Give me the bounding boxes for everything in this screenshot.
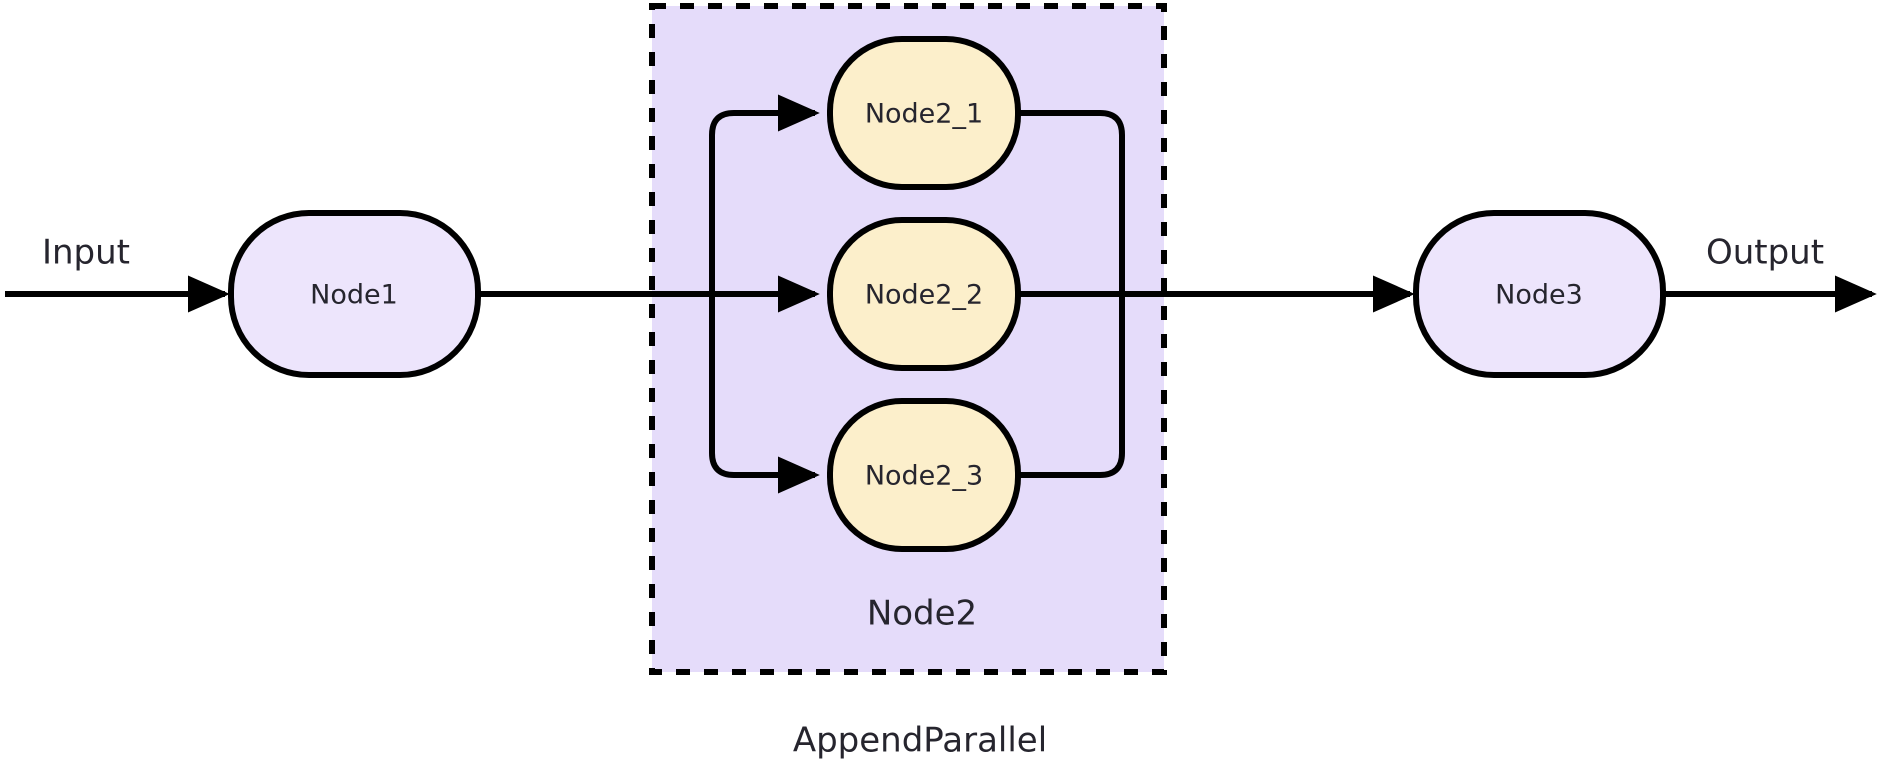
node-node2-3[interactable] [827, 398, 1021, 552]
edge-node2-1-to-merge [1018, 110, 1125, 294]
input-label: Input [42, 233, 130, 273]
node-node2-2[interactable] [827, 217, 1021, 371]
node-node2-1-label: Node2_1 [865, 99, 983, 130]
edge-fanout-to-node2-1 [709, 94, 820, 294]
node-node2-2-label: Node2_2 [865, 280, 983, 311]
node-node1[interactable] [228, 210, 481, 378]
output-label: Output [1706, 233, 1824, 273]
diagram-caption: AppendParallel [793, 721, 1047, 761]
node-node2-1[interactable] [827, 36, 1021, 190]
node-node3[interactable] [1413, 210, 1666, 378]
node-node2-3-label: Node2_3 [865, 461, 983, 492]
node-node1-label: Node1 [310, 280, 398, 311]
group-label-node2: Node2 [867, 594, 977, 634]
node-node3-label: Node3 [1495, 280, 1583, 311]
edge-node2-3-to-merge [1018, 294, 1125, 478]
edge-fanout-to-node2-3 [709, 294, 820, 494]
